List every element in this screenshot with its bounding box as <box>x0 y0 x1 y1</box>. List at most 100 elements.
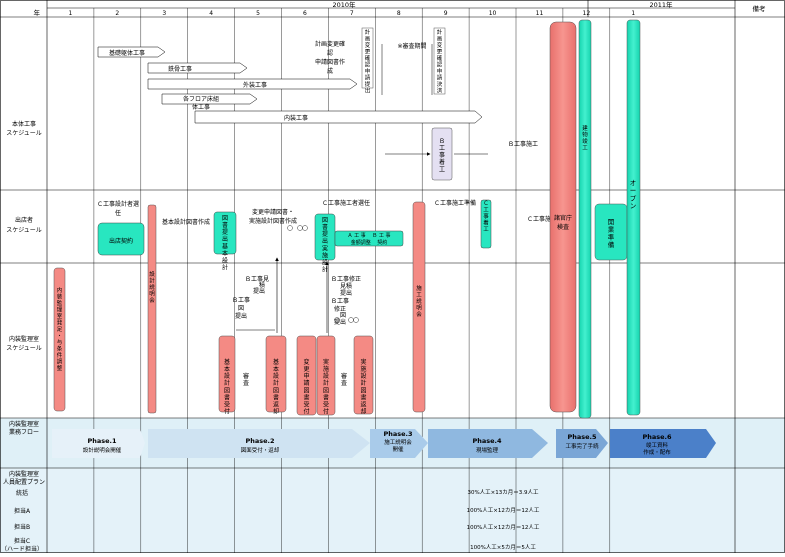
exec-return-v-vlabel: 実施設計図書返却 <box>360 358 366 416</box>
staffing-note-total: 30%人工×13カ月＝3.9人工 <box>467 489 539 496</box>
month-label: 1 <box>631 10 635 17</box>
box-change-decision <box>433 27 446 95</box>
box-ab-contract <box>334 230 404 247</box>
phase-3-shape <box>370 429 428 458</box>
design-brief-v-vlabel: 設計説明会 <box>149 270 155 304</box>
label-b-estimate-rev-2: 見積 <box>340 282 352 290</box>
year-2011: 2011年 <box>649 0 673 9</box>
bar-inspection <box>549 21 577 413</box>
label-interior-works: 内装工事 <box>284 114 308 122</box>
label-inspection-2: 検査 <box>557 223 569 231</box>
bar-construction-brief <box>412 201 426 413</box>
box-c-start <box>480 199 492 249</box>
row-staff-b: 担当B <box>14 523 30 531</box>
phase-6-sub-1: 竣工資料 <box>646 441 669 449</box>
month-label: 10 <box>489 10 497 17</box>
label-c-designer-2: 任 <box>115 209 121 217</box>
b-work-v-vlabel: Ｂ工事着工 <box>439 138 445 173</box>
bar-open <box>626 19 641 416</box>
label-c-work: Ｃ工事施工 <box>527 215 557 223</box>
label-exterior: 外装工事 <box>243 81 267 89</box>
label-b-drawing-rev-4: 提出 <box>334 318 346 326</box>
phase-5-sub: 工事完了手続 <box>565 442 599 450</box>
label-change-docs-2: 認 <box>327 49 333 57</box>
change-recv-v-vlabel: 変更申請図書受付 <box>303 358 309 416</box>
label-change-docs-1: 計画変更確 <box>315 40 345 48</box>
label-b-drawing-rev-2: 修正 <box>334 305 346 313</box>
basic-return-v-vlabel: 基本設計図書返却 <box>273 358 279 416</box>
circle-markers <box>287 225 359 323</box>
label-b-work-note: Ｂ工事施工 <box>508 140 538 148</box>
label-c-contractor: Ｃ工事施工者選任 <box>322 199 370 207</box>
staffing-note-c: 100%人工×5カ月＝5人工 <box>470 544 536 551</box>
opening-prep-v-vlabel: 開業準備 <box>608 218 615 249</box>
label-b-estimate-rev-3: 提出 <box>340 289 352 297</box>
month-label: 2 <box>115 10 119 17</box>
month-label: 1 <box>69 10 73 17</box>
month-label: 7 <box>350 10 354 17</box>
row-staff-a: 担当A <box>14 507 31 515</box>
label-b-drawing-rev-3: 図 <box>340 312 346 319</box>
label-tenant-change-docs-2: 実施設計図書作成 <box>249 217 297 225</box>
label-b-estimate-2: 積 <box>259 281 265 289</box>
staffing-band-bg <box>0 468 785 553</box>
phase-3-sub-1: 施工説明会 <box>384 438 412 446</box>
row-interior-1: 内装監理室 <box>9 335 39 343</box>
staffing-note-b: 100%人工×12カ月＝12人工 <box>467 524 540 531</box>
month-label: 3 <box>162 10 166 17</box>
phase-1-sub: 設計説明会開催 <box>83 446 122 454</box>
vertical-labels: 計画変更確認申請提出計画変更確認申請決済Ｂ工事着工図書提出基本設計図書提出実施設… <box>57 28 637 416</box>
row-main-works-1: 本体工事 <box>12 120 36 128</box>
phase-5-name: Phase.5 <box>567 433 597 441</box>
label-ab-contract-1: Ａ 工 事 Ｂ 工 事 <box>348 232 391 239</box>
row-flow-1: 内装監理室 <box>9 420 39 428</box>
conditions-v-vlabel: 内装監理室発足・与条件調整 <box>57 286 63 372</box>
row-staff-c-2: （ハード担当） <box>1 545 43 553</box>
open-v-vlabel: オープン <box>630 179 637 210</box>
row-staffing-2: 人員配置プラン <box>3 479 45 486</box>
box-basic-recv <box>218 335 236 413</box>
bar-design-brief <box>147 204 157 414</box>
box-submit-basic <box>213 211 237 255</box>
label-ab-contract-2: 金額調整 契約 <box>351 239 388 246</box>
month-label: 11 <box>536 10 544 17</box>
phase-flow <box>52 429 716 458</box>
label-b-drawing-3: 提出 <box>235 312 247 320</box>
phase-2-shape <box>148 429 370 458</box>
phase-4-sub: 現場監理 <box>476 446 499 454</box>
notes-label: 備考 <box>753 4 767 13</box>
phase-1-name: Phase.1 <box>87 437 117 445</box>
phase-3-sub-2: 開催 <box>392 445 404 453</box>
label-floor-2: 体工事 <box>192 103 210 111</box>
row-staff-c-1: 担当C <box>14 537 30 545</box>
label-inspection-1: 諸官庁 <box>554 214 572 222</box>
phase-1-shape <box>52 429 145 458</box>
review-v-vlabel: 審査 <box>243 372 249 387</box>
phase-4-shape <box>428 429 548 458</box>
box-exec-return <box>353 335 374 415</box>
phase-2-sub: 図面受付・返却 <box>241 446 280 454</box>
row-flow-2: 業務フロー <box>9 428 39 436</box>
label-b-estimate-3: 提出 <box>253 287 265 295</box>
box-change-recv <box>296 335 317 416</box>
month-label: 12 <box>583 10 591 17</box>
label-c-designer-1: Ｃ工事設計者選 <box>97 200 139 208</box>
year-2010: 2010年 <box>332 0 356 9</box>
year-label: 年 <box>34 8 41 17</box>
label-floor-1: 各フロア床組 <box>183 95 219 103</box>
phase-4-name: Phase.4 <box>472 437 502 445</box>
phase-6-sub-2: 作成・配布 <box>643 448 671 456</box>
bar-conditions <box>53 267 66 412</box>
phase-6-name: Phase.6 <box>642 433 672 441</box>
row-tenant-2: スケジュール <box>6 227 42 234</box>
label-contract: 出店契約 <box>109 237 133 245</box>
phase-2-name: Phase.2 <box>245 437 274 445</box>
label-c-prep: Ｃ工事施工準備 <box>434 199 476 207</box>
phase-6-shape <box>610 429 716 458</box>
month-label: 4 <box>209 10 213 17</box>
row-main-works-2: スケジュール <box>6 130 42 137</box>
